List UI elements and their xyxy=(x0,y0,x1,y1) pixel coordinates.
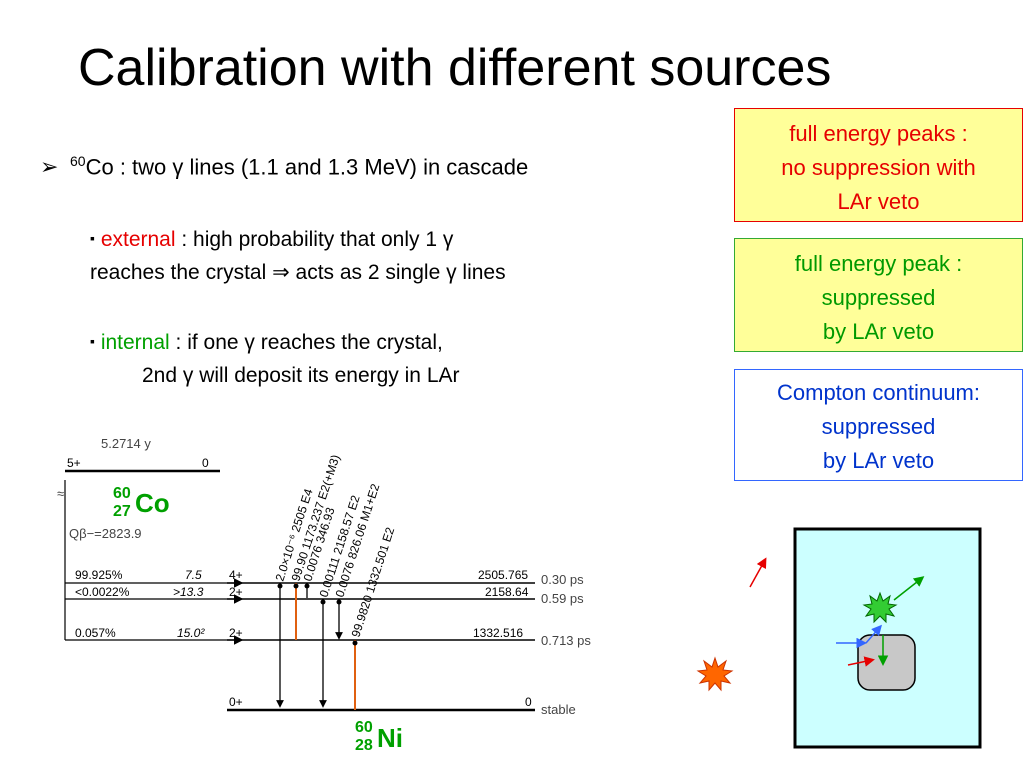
callout-line: suppressed xyxy=(821,285,936,310)
detector-schematic xyxy=(696,527,982,749)
gamma-arrow-outgoing xyxy=(893,576,925,601)
sub-bullet-external: ▪ external : high probability that only … xyxy=(90,222,506,289)
external-line2: reaches the crystal ⇒ acts as 2 single γ… xyxy=(90,261,506,284)
branch-intensity: 99.925% xyxy=(75,568,123,582)
slide-title: Calibration with different sources xyxy=(78,39,832,97)
branch-logft: 7.5 xyxy=(185,568,202,582)
internal-line1: : if one γ reaches the crystal, xyxy=(169,331,443,354)
lar-scintillation-flash-icon xyxy=(862,591,898,624)
callout-full-energy-peak-suppressed: full energy peak : suppressed by LAr vet… xyxy=(734,238,1023,352)
callout-line: Compton continuum: xyxy=(777,380,980,405)
bullet-arrow-icon: ➢ xyxy=(40,154,59,180)
level-spin: 2+ xyxy=(229,626,243,640)
daughter-z: 28 xyxy=(355,737,373,754)
parent-spin: 5+ xyxy=(67,456,81,470)
daughter-symbol: Ni xyxy=(377,723,403,753)
callout-line: by LAr veto xyxy=(822,319,935,344)
q-value: Qβ−=2823.9 xyxy=(69,526,142,541)
level-halflife: 0.59 ps xyxy=(541,591,584,606)
callout-line: by LAr veto xyxy=(822,448,935,473)
isotope-mass: 60 xyxy=(70,153,86,169)
transition-dot xyxy=(320,599,326,605)
callout-line: suppressed xyxy=(821,414,936,439)
bullet-text: Co : two γ lines (1.1 and 1.3 MeV) in ca… xyxy=(85,154,529,180)
external-line1: : high probability that only 1 γ xyxy=(175,228,454,251)
parent-symbol: Co xyxy=(135,488,170,518)
level-spin: 2+ xyxy=(229,585,243,599)
transition-dot xyxy=(352,640,358,646)
level-halflife: 0.30 ps xyxy=(541,572,584,587)
level-spin: 4+ xyxy=(229,568,243,582)
square-bullet-icon: ▪ xyxy=(90,230,95,246)
internal-keyword: internal xyxy=(100,331,170,354)
gamma-arrow-external xyxy=(749,557,767,588)
daughter-mass: 60 xyxy=(355,719,373,736)
break-mark: ≈ xyxy=(57,486,64,501)
transition-dot xyxy=(293,583,299,589)
level-energy: 2505.765 xyxy=(478,568,528,582)
scattered-gamma-arrow xyxy=(865,624,882,644)
level-energy: 1332.516 xyxy=(473,626,523,640)
branch-logft: 15.0² xyxy=(177,626,205,640)
level-energy: 2158.64 xyxy=(485,585,529,599)
bullet-co60: ➢ 60Co : two γ lines (1.1 and 1.3 MeV) in… xyxy=(40,153,528,180)
branch-intensity: <0.0022% xyxy=(75,585,130,599)
external-keyword: external xyxy=(100,228,176,251)
parent-z: 27 xyxy=(113,503,131,520)
callout-line: no suppression with xyxy=(781,155,976,180)
transition-dot xyxy=(277,583,283,589)
level-halflife: stable xyxy=(541,702,576,717)
level-spin: 0+ xyxy=(229,695,243,709)
sub-bullet-internal: ▪ internal : if one γ reaches the crysta… xyxy=(90,325,460,392)
co60-decay-scheme: .lbl { font-family: "Liberation Sans", s… xyxy=(57,436,591,754)
callout-line: full energy peaks : xyxy=(789,121,968,146)
external-source-icon xyxy=(696,656,734,692)
branch-intensity: 0.057% xyxy=(75,626,116,640)
callout-line: full energy peak : xyxy=(794,251,963,276)
level-energy: 0 xyxy=(525,695,532,709)
parent-mass: 60 xyxy=(113,485,131,502)
callout-line: LAr veto xyxy=(837,189,920,214)
transition-dot xyxy=(336,599,342,605)
internal-line2: 2nd γ will deposit its energy in LAr xyxy=(142,364,460,387)
parent-energy: 0 xyxy=(202,456,209,470)
branch-logft: >13.3 xyxy=(173,585,204,599)
gamma-arrow-into-crystal xyxy=(847,656,875,667)
parent-half-life: 5.2714 y xyxy=(101,436,151,451)
level-halflife: 0.713 ps xyxy=(541,633,591,648)
square-bullet-icon: ▪ xyxy=(90,333,95,349)
callout-compton-continuum: Compton continuum: suppressed by LAr vet… xyxy=(734,369,1023,481)
callout-full-energy-peaks: full energy peaks : no suppression with … xyxy=(734,108,1023,222)
transition-dot xyxy=(304,583,310,589)
